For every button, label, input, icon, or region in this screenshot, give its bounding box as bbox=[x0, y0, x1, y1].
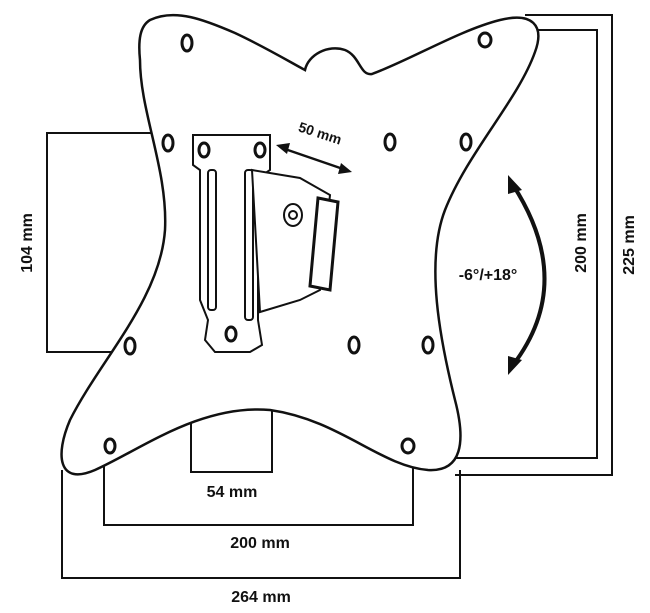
arrowhead-icon bbox=[508, 175, 522, 194]
plate-height-dimension bbox=[455, 14, 613, 476]
wall-bracket bbox=[192, 134, 340, 353]
label-200mm-vertical: 200 mm bbox=[573, 213, 590, 273]
arrowhead-icon bbox=[276, 143, 290, 154]
label-tilt: -6°/+18° bbox=[459, 267, 518, 284]
label-54mm: 54 mm bbox=[207, 484, 258, 501]
label-225mm: 225 mm bbox=[621, 215, 638, 275]
arrowhead-icon bbox=[508, 356, 522, 375]
label-264mm: 264 mm bbox=[231, 589, 291, 606]
label-200mm-horizontal: 200 mm bbox=[230, 535, 290, 552]
plate-width-dimension bbox=[61, 470, 461, 579]
arrowhead-icon bbox=[338, 163, 352, 174]
tilt-arrow bbox=[511, 183, 547, 367]
travel-arrow bbox=[281, 146, 347, 172]
vesa-horizontal-dimension bbox=[103, 452, 414, 526]
label-104mm: 104 mm bbox=[19, 213, 36, 273]
mounting-holes bbox=[103, 31, 493, 455]
vesa-vertical-dimension bbox=[413, 29, 598, 459]
